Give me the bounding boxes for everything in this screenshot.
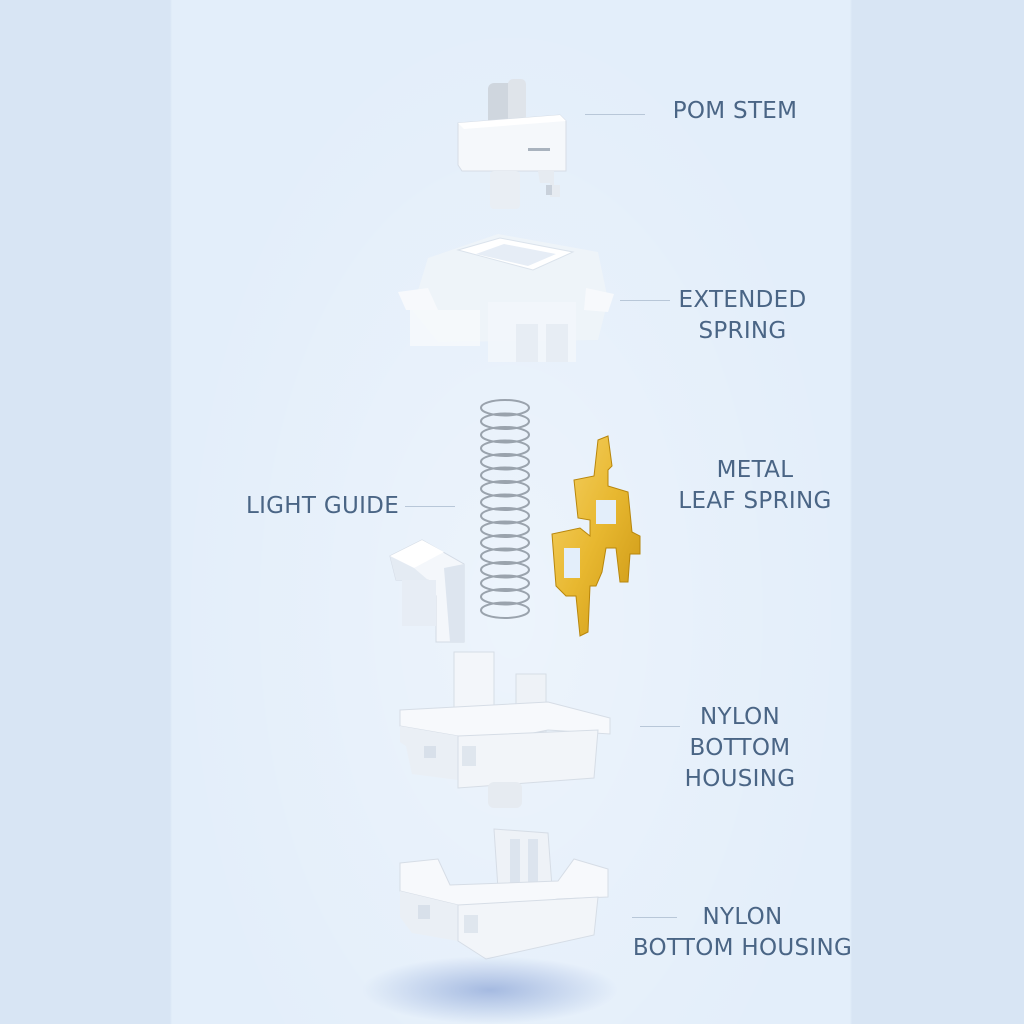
pom-stem-leader-line [585,114,645,115]
spring-coil-turn [480,561,530,579]
spring-coil-turn [480,412,530,430]
spring-coil-turn [480,493,530,511]
spring-coil-turn [480,547,530,565]
pom-stem-part [457,79,567,209]
nylon-bottom-housing-2-leader-line [632,917,677,918]
light-guide-label: LIGHT GUIDE [245,493,400,519]
nylon-bottom-housing-1-leader-line [640,726,680,727]
drop-shadow [362,956,618,1024]
nylon-bottom-housing-2-part [399,828,609,960]
extended-spring-label: EXTENDED SPRING [678,287,807,344]
spring-coil-turn [480,534,530,552]
coil-spring-part [480,399,530,619]
spring-coil-turn [480,453,530,471]
spring-coil-turn [480,466,530,484]
spring-coil-turn [480,520,530,538]
spring-coil-turn [480,507,530,525]
light-guide-leader-line [405,506,455,507]
spring-coil-turn [480,426,530,444]
pom-stem-label: POM STEM [672,98,798,124]
nylon-bottom-housing-1-label: NYLON BOTTOM HOUSING [684,704,796,792]
extended-spring-leader-line [620,300,670,301]
extended-spring-part [398,234,614,362]
spring-coil-turn [480,399,530,417]
spring-coil-turn [480,588,530,606]
metal-leaf-spring-part [551,435,641,637]
spring-coil-turn [480,439,530,457]
spring-coil-turn [480,574,530,592]
light-guide-part [389,539,465,643]
nylon-bottom-housing-1-part [399,651,611,808]
spring-coil-turn [480,480,530,498]
nylon-bottom-housing-2-label: NYLON BOTTOM HOUSING [632,904,853,961]
metal-leaf-spring-label: METAL LEAF SPRING [678,457,832,514]
spring-coil-turn [480,601,530,619]
